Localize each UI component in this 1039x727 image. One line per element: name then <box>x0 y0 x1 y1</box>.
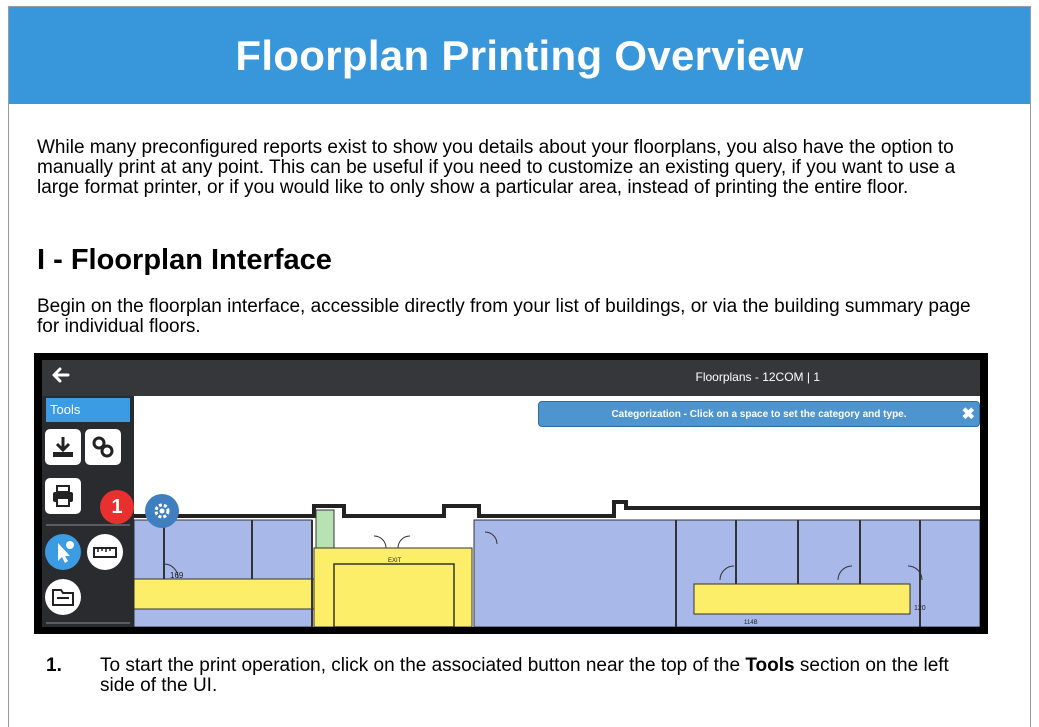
floorplan-title: Floorplans - 12COM | 1 <box>695 370 821 384</box>
app-topbar: Floorplans - 12COM | 1 <box>42 360 980 396</box>
download-icon <box>53 437 73 457</box>
area-measure-button[interactable] <box>45 579 81 615</box>
tools-tab[interactable]: Tools <box>46 398 130 422</box>
folder-ruler-icon <box>52 589 74 606</box>
download-button[interactable] <box>45 429 81 465</box>
select-info-button[interactable] <box>45 534 81 570</box>
close-icon[interactable]: ✖ <box>961 406 975 423</box>
room-label-exit: EXIT <box>388 558 402 564</box>
floorplan-canvas[interactable]: Categorization - Click on a space to set… <box>134 396 980 627</box>
list-number: 1. <box>46 655 62 676</box>
floorplan-screenshot: Floorplans - 12COM | 1 Tools <box>34 353 988 634</box>
page-title: Floorplan Printing Overview <box>235 31 804 79</box>
ruler-icon <box>93 547 117 558</box>
section-paragraph: Begin on the floorplan interface, access… <box>37 296 971 337</box>
intro-paragraph: While many preconfigured reports exist t… <box>37 137 956 198</box>
settings-button[interactable] <box>145 494 179 528</box>
screenshot-viewport: Floorplans - 12COM | 1 Tools <box>42 360 980 627</box>
cursor-info-icon <box>58 541 74 563</box>
title-banner: Floorplan Printing Overview <box>9 7 1030 104</box>
link-button[interactable] <box>85 429 121 465</box>
sidebar-divider <box>46 524 130 526</box>
measure-button[interactable] <box>87 534 123 570</box>
list-text-after: section on the left side of the UI. <box>100 655 949 696</box>
room-label-114b: 114B <box>744 620 758 626</box>
room-label-169: 169 <box>170 571 184 580</box>
link-icon <box>92 436 114 458</box>
callout-badge: 1 <box>100 490 134 524</box>
print-button[interactable] <box>45 478 81 514</box>
categorization-text: Categorization - Click on a space to set… <box>611 409 907 420</box>
list-text-before: To start the print operation, click on t… <box>100 655 746 676</box>
list-text: To start the print operation, click on t… <box>100 656 980 696</box>
sidebar-divider-bottom <box>46 622 130 624</box>
categorization-banner: Categorization - Click on a space to set… <box>538 401 980 427</box>
list-text-bold: Tools <box>745 655 795 676</box>
section-heading: I - Floorplan Interface <box>37 244 332 276</box>
gear-icon <box>154 503 170 519</box>
floorplan-drawing: 169 EXIT 114B 120 <box>134 500 980 627</box>
back-arrow-icon[interactable] <box>50 365 74 389</box>
room-label-120: 120 <box>914 605 926 612</box>
print-icon <box>53 485 73 507</box>
